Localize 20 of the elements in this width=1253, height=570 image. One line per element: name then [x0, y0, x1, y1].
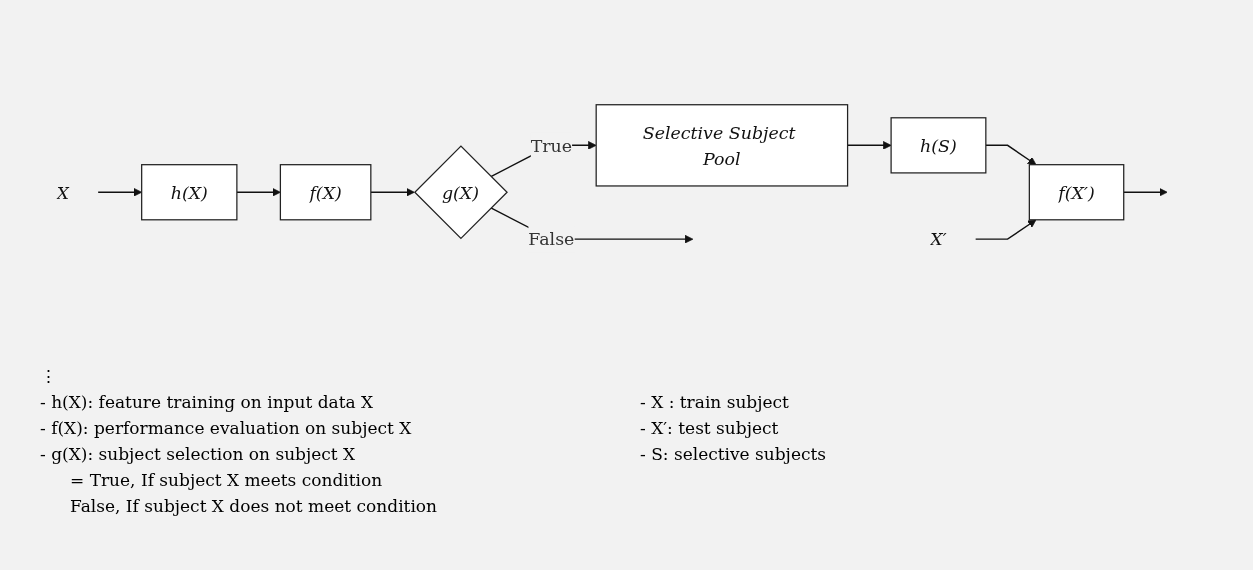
node-diamond: g(X)	[413, 145, 508, 240]
note-text: - X′: test subject	[640, 418, 780, 438]
note-text: - S: selective subjects	[640, 444, 828, 464]
arrow	[985, 144, 1037, 166]
note-text: - f(X): performance evaluation on subject X	[40, 418, 413, 438]
node-box: h(S)	[890, 117, 987, 174]
note-text: False, If subject X does not meet condition	[69, 496, 439, 516]
note-text: = True, If subject X meets condition	[69, 470, 384, 490]
ellipsis-mark: ⋮	[40, 366, 58, 386]
arrow	[1123, 188, 1168, 197]
arrow	[236, 188, 281, 197]
arrow	[370, 188, 415, 197]
note-text: - X : train subject	[640, 392, 790, 412]
note-text: - g(X): subject selection on subject X	[40, 444, 357, 464]
note-text: - h(X): feature training on input data X	[40, 392, 375, 412]
edge-label: False	[528, 229, 575, 250]
node-box: h(X)	[141, 164, 238, 221]
edge-label: True	[530, 135, 573, 156]
node-box: Selective Subject Pool	[595, 104, 849, 187]
arrow	[974, 219, 1037, 241]
